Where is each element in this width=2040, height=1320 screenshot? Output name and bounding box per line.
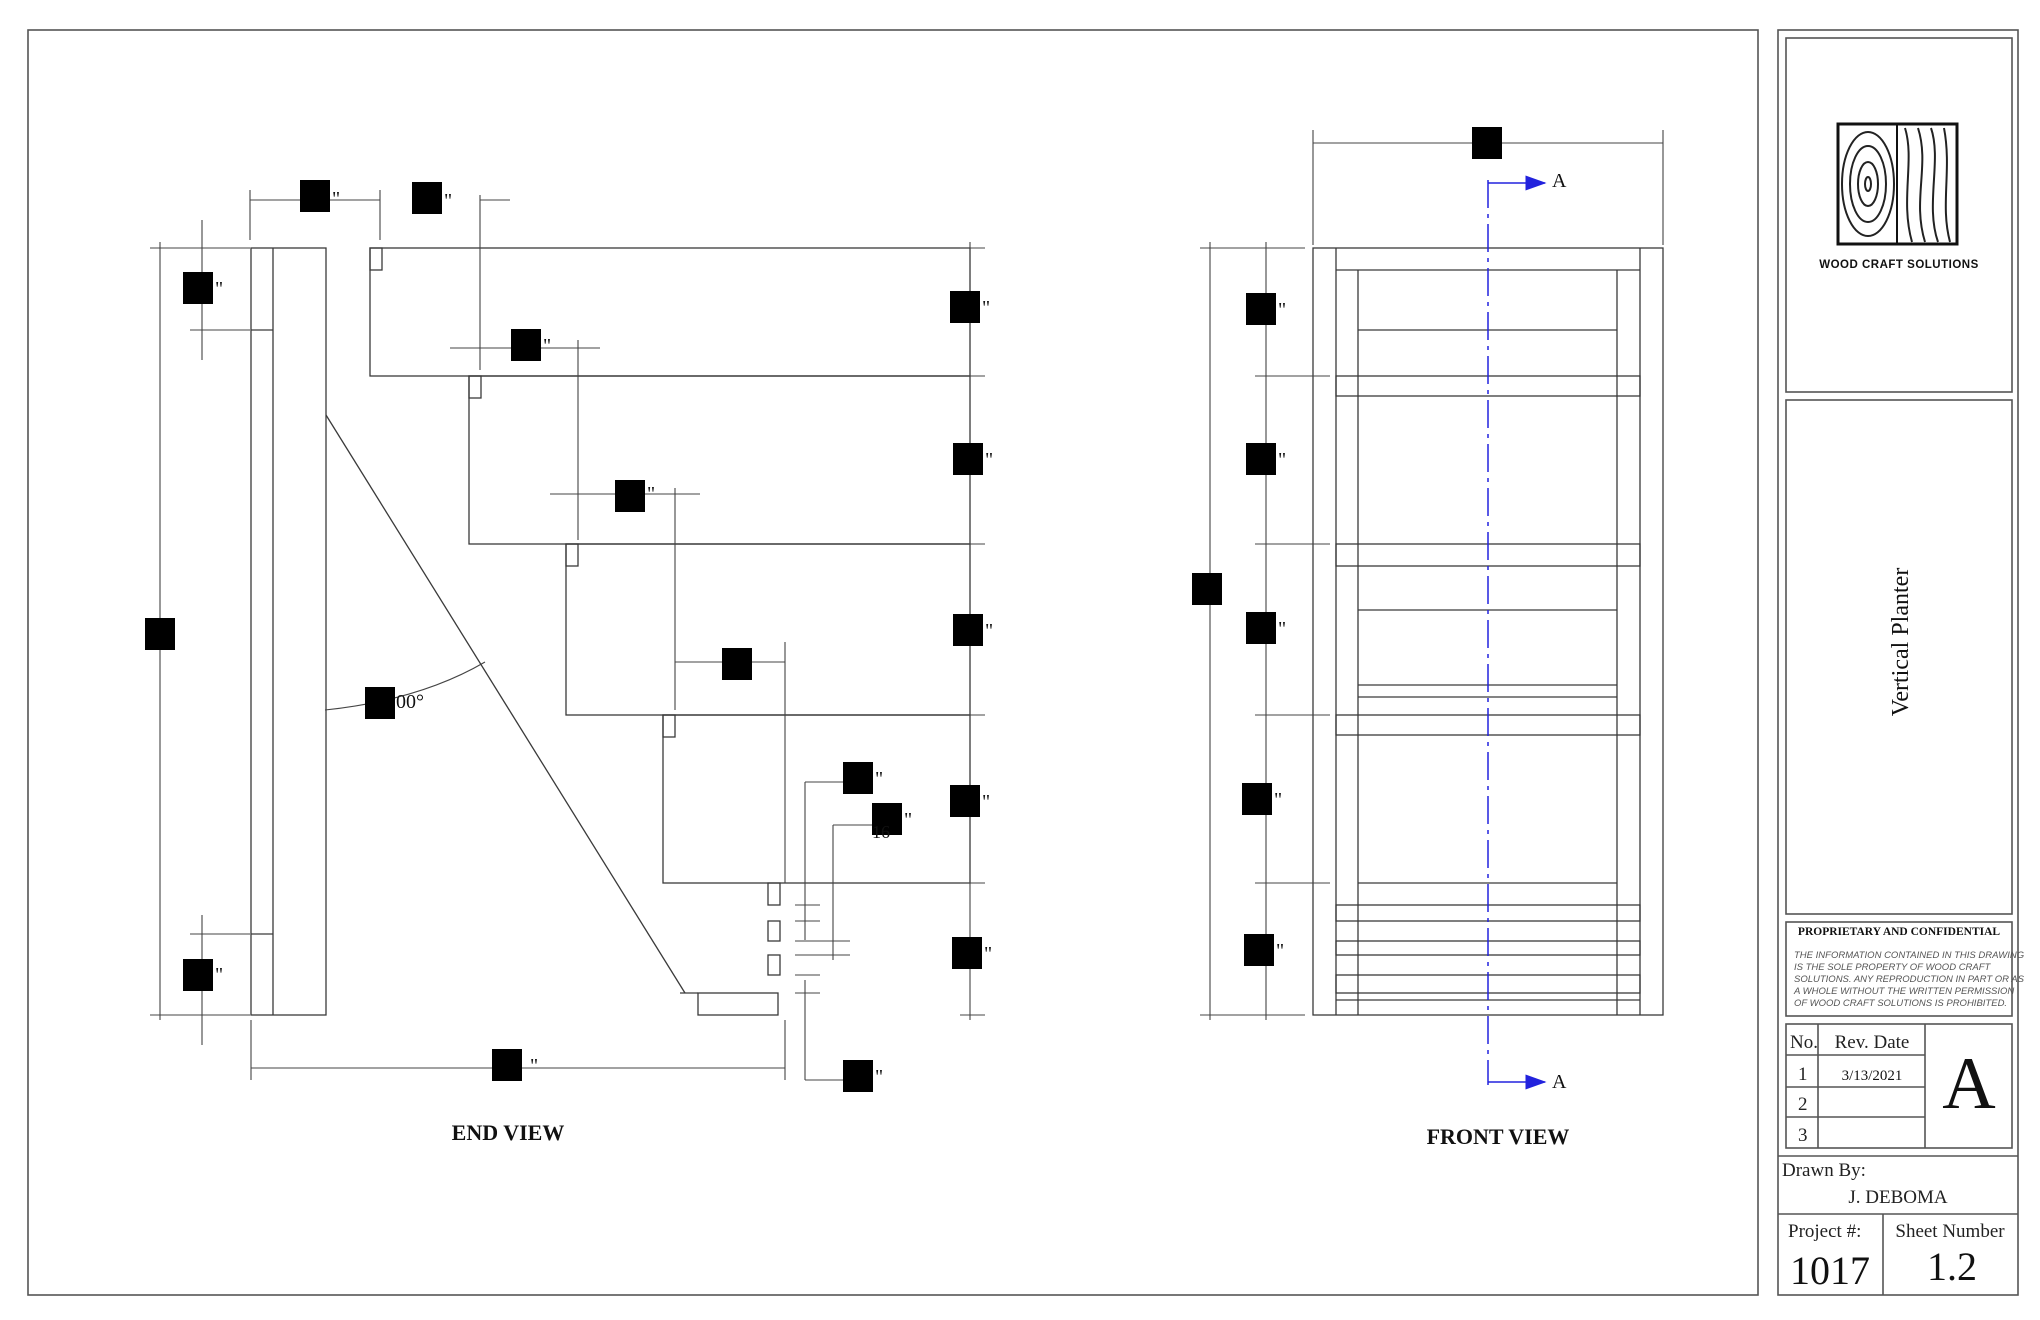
proprietary-line: IS THE SOLE PROPERTY OF WOOD CRAFT [1794,962,1992,973]
end-view [145,180,985,1092]
proprietary-line: OF WOOD CRAFT SOLUTIONS IS PROHIBITED. [1794,998,2007,1009]
rev-no: 3 [1798,1125,1808,1146]
dim-partial: 16 [872,822,890,842]
section-marker-bottom: A [1552,1071,1567,1093]
sheet-size: A [1942,1043,1995,1125]
proprietary-line: THE INFORMATION CONTAINED IN THIS DRAWIN… [1794,950,2024,961]
dim-mark: " [1278,299,1286,321]
dim-mark: " [904,809,912,831]
dim-mark: " [444,190,452,212]
dim-mark: " [875,768,883,790]
dim-mark: " [985,449,993,471]
dim-mark: " [530,1055,538,1077]
dim-mark: " [647,483,655,505]
proprietary-heading: PROPRIETARY AND CONFIDENTIAL [1798,926,2000,938]
dim-mark: " [985,620,993,642]
project-label: Project #: [1788,1221,1861,1242]
rev-no: 2 [1798,1094,1808,1115]
front-view [1192,127,1664,1090]
sheet-number: 1.2 [1927,1244,1977,1289]
drawn-by-label: Drawn By: [1782,1160,1866,1181]
rev-date: 3/13/2021 [1842,1068,1903,1084]
dim-mark: " [982,791,990,813]
dim-mark: " [1274,789,1282,811]
dim-mark: " [875,1066,883,1088]
dim-mark: " [332,188,340,210]
proprietary-line: SOLUTIONS. ANY REPRODUCTION IN PART OR A… [1794,974,2025,985]
dim-mark: " [543,335,551,357]
rev-no: 1 [1798,1064,1808,1085]
rev-header-no: No. [1790,1032,1818,1053]
sheet-number-label: Sheet Number [1895,1221,2005,1242]
front-view-title: FRONT VIEW [1427,1124,1570,1149]
section-marker-top: A [1552,170,1567,192]
drawing-title: Vertical Planter [1888,568,1914,717]
proprietary-line: A WHOLE WITHOUT THE WRITTEN PERMISSION [1793,986,2014,997]
dim-mark: " [215,278,223,300]
drawing-border [27,29,1759,1296]
end-view-title: END VIEW [452,1120,565,1145]
company-name: WOOD CRAFT SOLUTIONS [1819,259,1979,271]
wood-logo [1836,122,1959,246]
dim-mark: " [1278,618,1286,640]
angle-dimension: 00° [396,691,424,713]
dim-mark: " [1276,940,1284,962]
dim-mark: " [982,297,990,319]
drawn-by: J. DEBOMA [1848,1187,1948,1208]
dim-mark: " [1278,449,1286,471]
project-number: 1017 [1790,1248,1870,1293]
rev-header-date: Rev. Date [1835,1032,1910,1053]
title-block [1777,29,2019,1296]
dim-mark: " [984,943,992,965]
dim-mark: " [215,964,223,986]
